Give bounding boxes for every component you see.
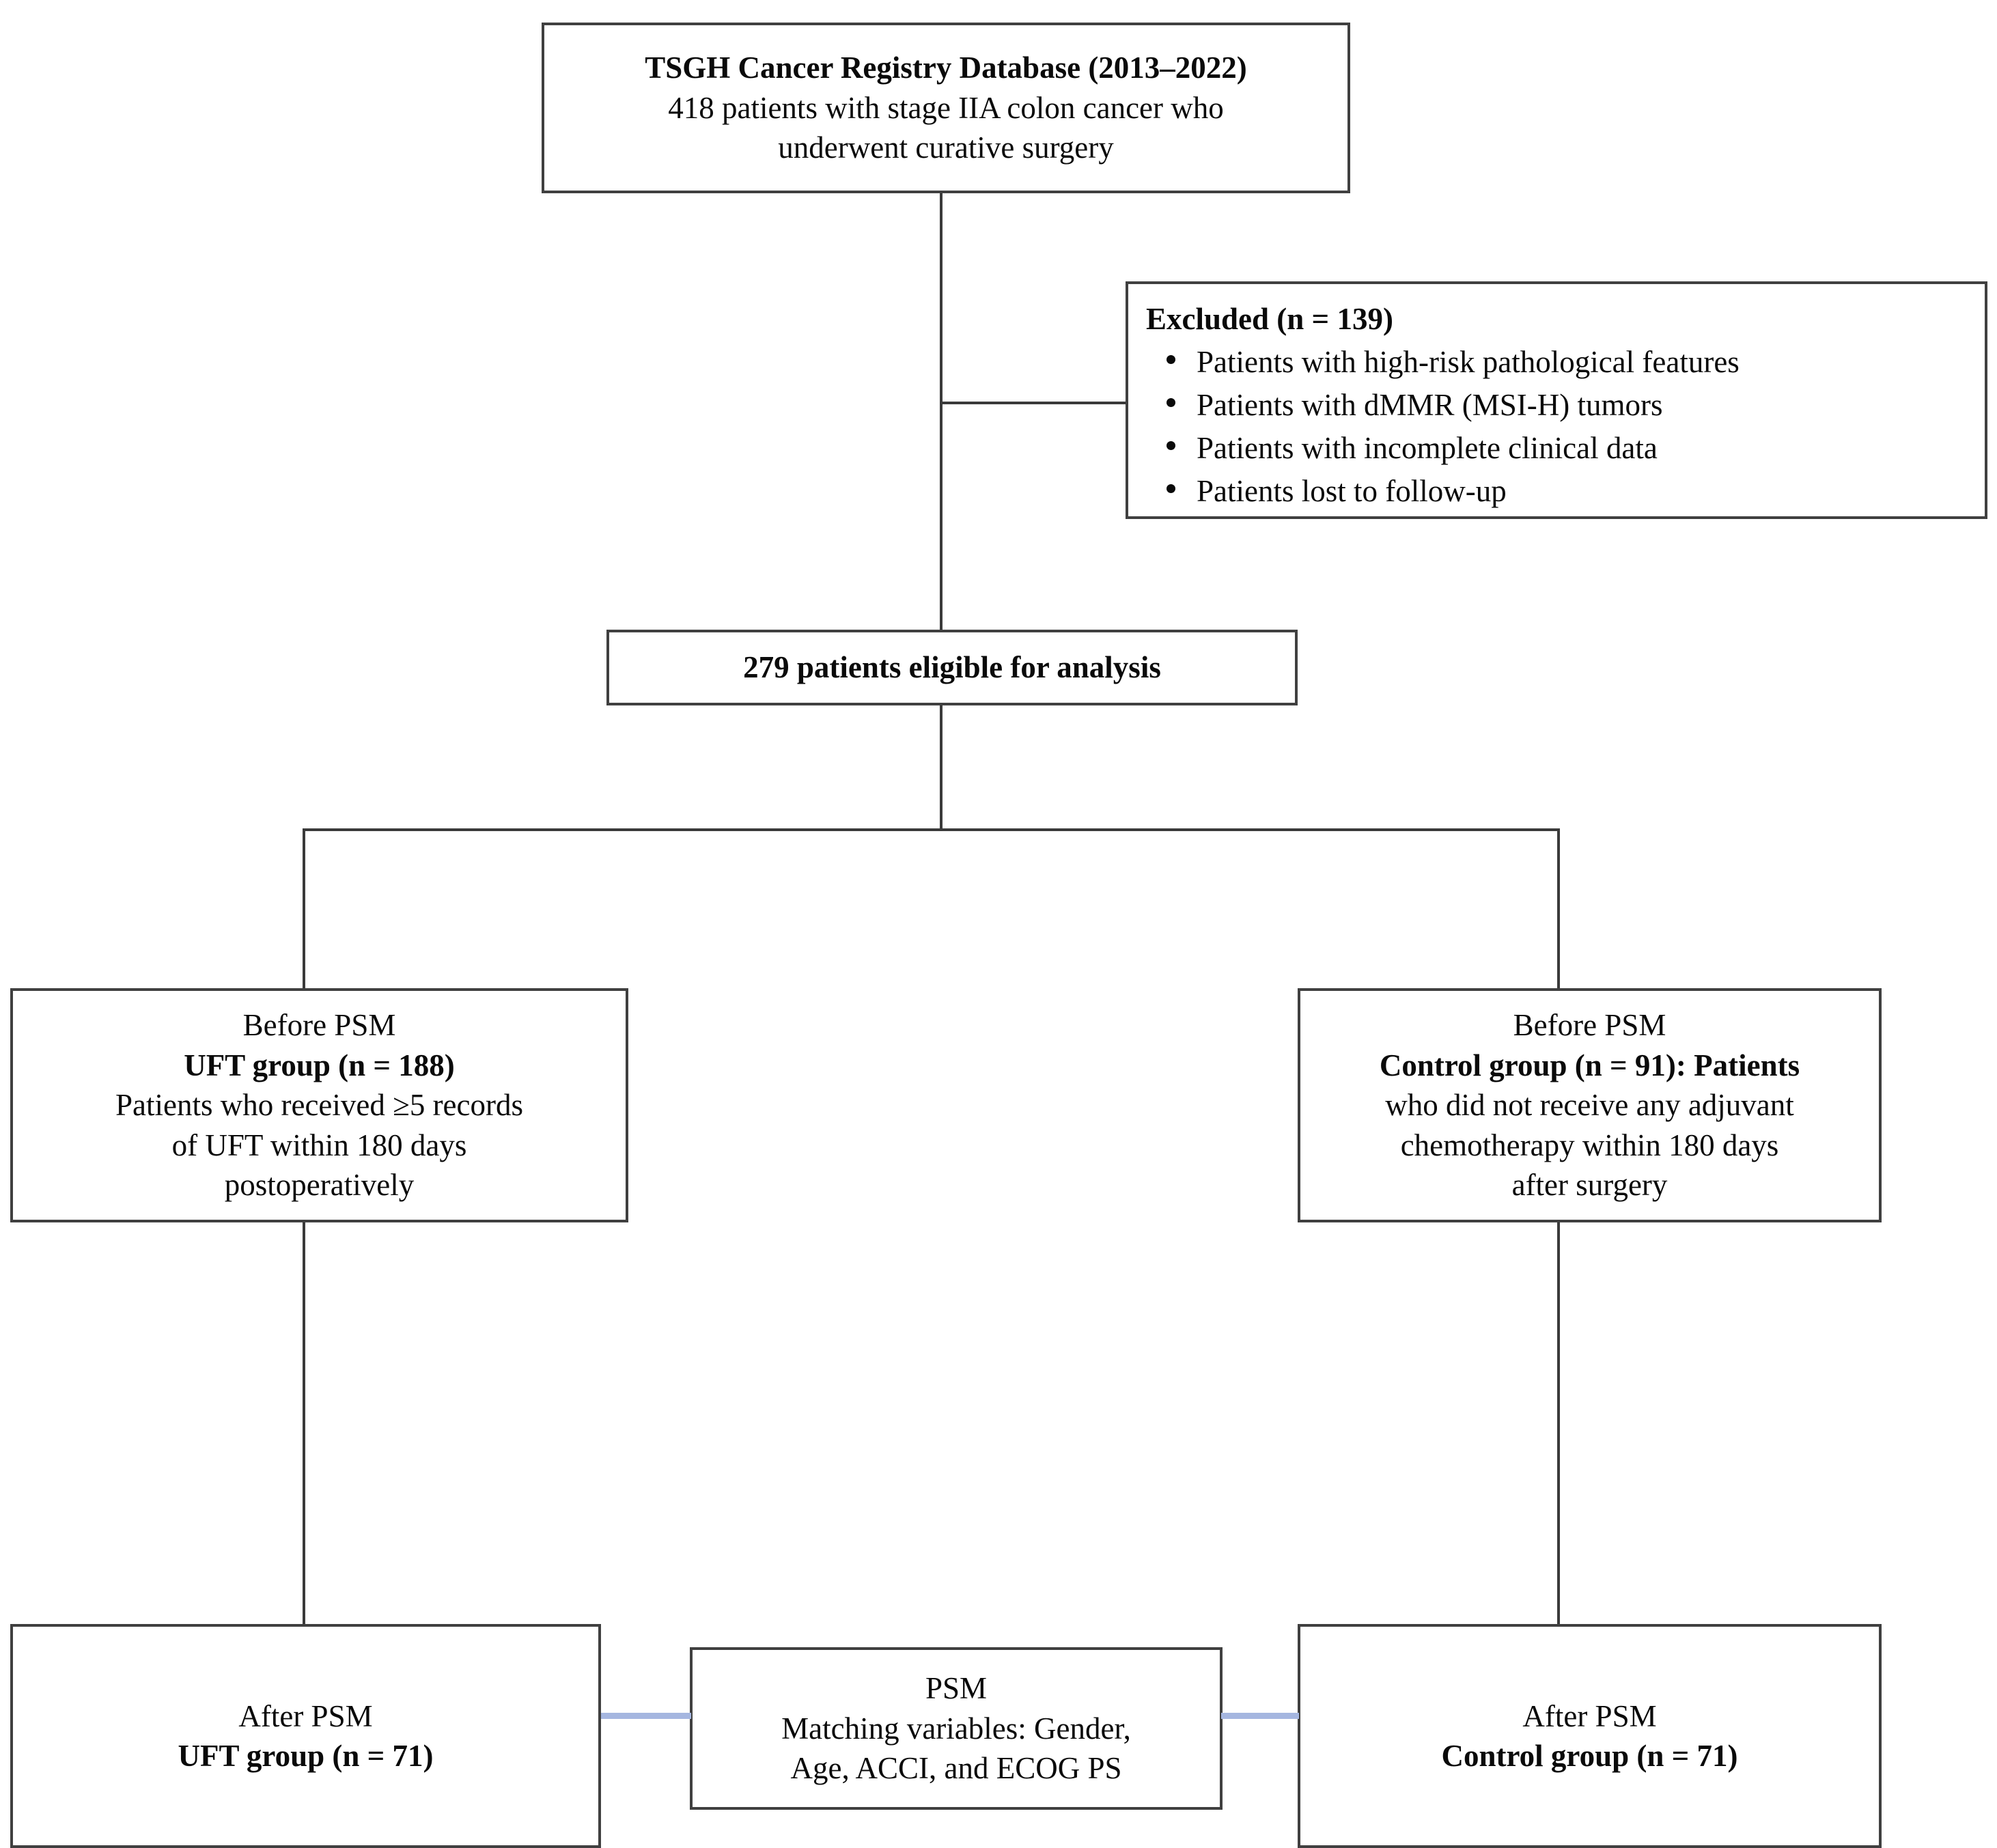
connector-control-before-to-after	[1557, 1222, 1560, 1625]
psm-line-2: Matching variables: Gender,	[781, 1711, 1131, 1746]
control-before-line-4: chemotherapy within 180 days	[1400, 1128, 1779, 1162]
node-source-database: TSGH Cancer Registry Database (2013–2022…	[542, 23, 1350, 193]
connector-to-excluded-box	[940, 402, 1127, 404]
bullet-icon	[1167, 354, 1175, 364]
node-uft-after-psm: After PSM UFT group (n = 71)	[10, 1624, 601, 1848]
excluded-item-text: Patients with dMMR (MSI-H) tumors	[1197, 387, 1663, 422]
control-before-line-3: who did not receive any adjuvant	[1385, 1088, 1794, 1123]
excluded-title: Excluded (n = 139)	[1146, 302, 1393, 336]
connector-source-to-eligible	[940, 193, 942, 631]
control-after-line-2: Control group (n = 71)	[1441, 1739, 1738, 1773]
uft-before-line-1: Before PSM	[242, 1008, 396, 1043]
connector-split-bar	[303, 828, 1560, 831]
control-before-line-5: after surgery	[1511, 1168, 1668, 1203]
connector-uft-after-to-psm	[601, 1713, 691, 1719]
source-line-2: 418 patients with stage IIA colon cancer…	[668, 90, 1224, 125]
uft-after-line-1: After PSM	[238, 1698, 373, 1733]
connector-split-right-down	[1557, 828, 1560, 990]
excluded-list: Patients with high-risk pathological fea…	[1146, 341, 1740, 513]
excluded-item-text: Patients with incomplete clinical data	[1197, 430, 1658, 465]
connector-psm-to-control-after	[1221, 1713, 1299, 1719]
psm-line-1: PSM	[925, 1671, 988, 1706]
node-excluded: Excluded (n = 139) Patients with high-ri…	[1126, 281, 1987, 519]
bullet-icon	[1167, 440, 1175, 450]
uft-before-line-5: postoperatively	[224, 1168, 415, 1203]
bullet-icon	[1167, 484, 1175, 493]
source-title: TSGH Cancer Registry Database (2013–2022…	[645, 51, 1247, 85]
list-item: Patients with dMMR (MSI-H) tumors	[1167, 384, 1740, 427]
list-item: Patients lost to follow-up	[1167, 470, 1740, 513]
control-before-line-1: Before PSM	[1513, 1008, 1666, 1043]
node-psm-matching: PSM Matching variables: Gender, Age, ACC…	[690, 1647, 1223, 1810]
uft-after-line-2: UFT group (n = 71)	[178, 1739, 434, 1773]
uft-before-line-4: of UFT within 180 days	[171, 1128, 467, 1162]
control-after-line-1: After PSM	[1522, 1698, 1657, 1733]
bullet-icon	[1167, 397, 1175, 407]
excluded-item-text: Patients with high-risk pathological fea…	[1197, 344, 1740, 379]
node-control-after-psm: After PSM Control group (n = 71)	[1298, 1624, 1882, 1848]
control-before-line-2: Control group (n = 91): Patients	[1379, 1048, 1800, 1082]
list-item: Patients with incomplete clinical data	[1167, 427, 1740, 470]
psm-line-3: Age, ACCI, and ECOG PS	[790, 1751, 1122, 1786]
node-uft-before-psm: Before PSM UFT group (n = 188) Patients …	[10, 988, 628, 1222]
source-line-3: underwent curative surgery	[778, 130, 1114, 165]
node-eligible: 279 patients eligible for analysis	[606, 630, 1298, 705]
list-item: Patients with high-risk pathological fea…	[1167, 341, 1740, 384]
eligible-text: 279 patients eligible for analysis	[743, 650, 1161, 685]
node-control-before-psm: Before PSM Control group (n = 91): Patie…	[1298, 988, 1882, 1222]
connector-eligible-to-split	[940, 705, 942, 831]
uft-before-line-3: Patients who received ≥5 records	[115, 1088, 523, 1123]
uft-before-line-2: UFT group (n = 188)	[184, 1048, 455, 1082]
connector-split-left-down	[303, 828, 305, 990]
excluded-item-text: Patients lost to follow-up	[1197, 473, 1507, 508]
connector-uft-before-to-after	[303, 1222, 305, 1625]
